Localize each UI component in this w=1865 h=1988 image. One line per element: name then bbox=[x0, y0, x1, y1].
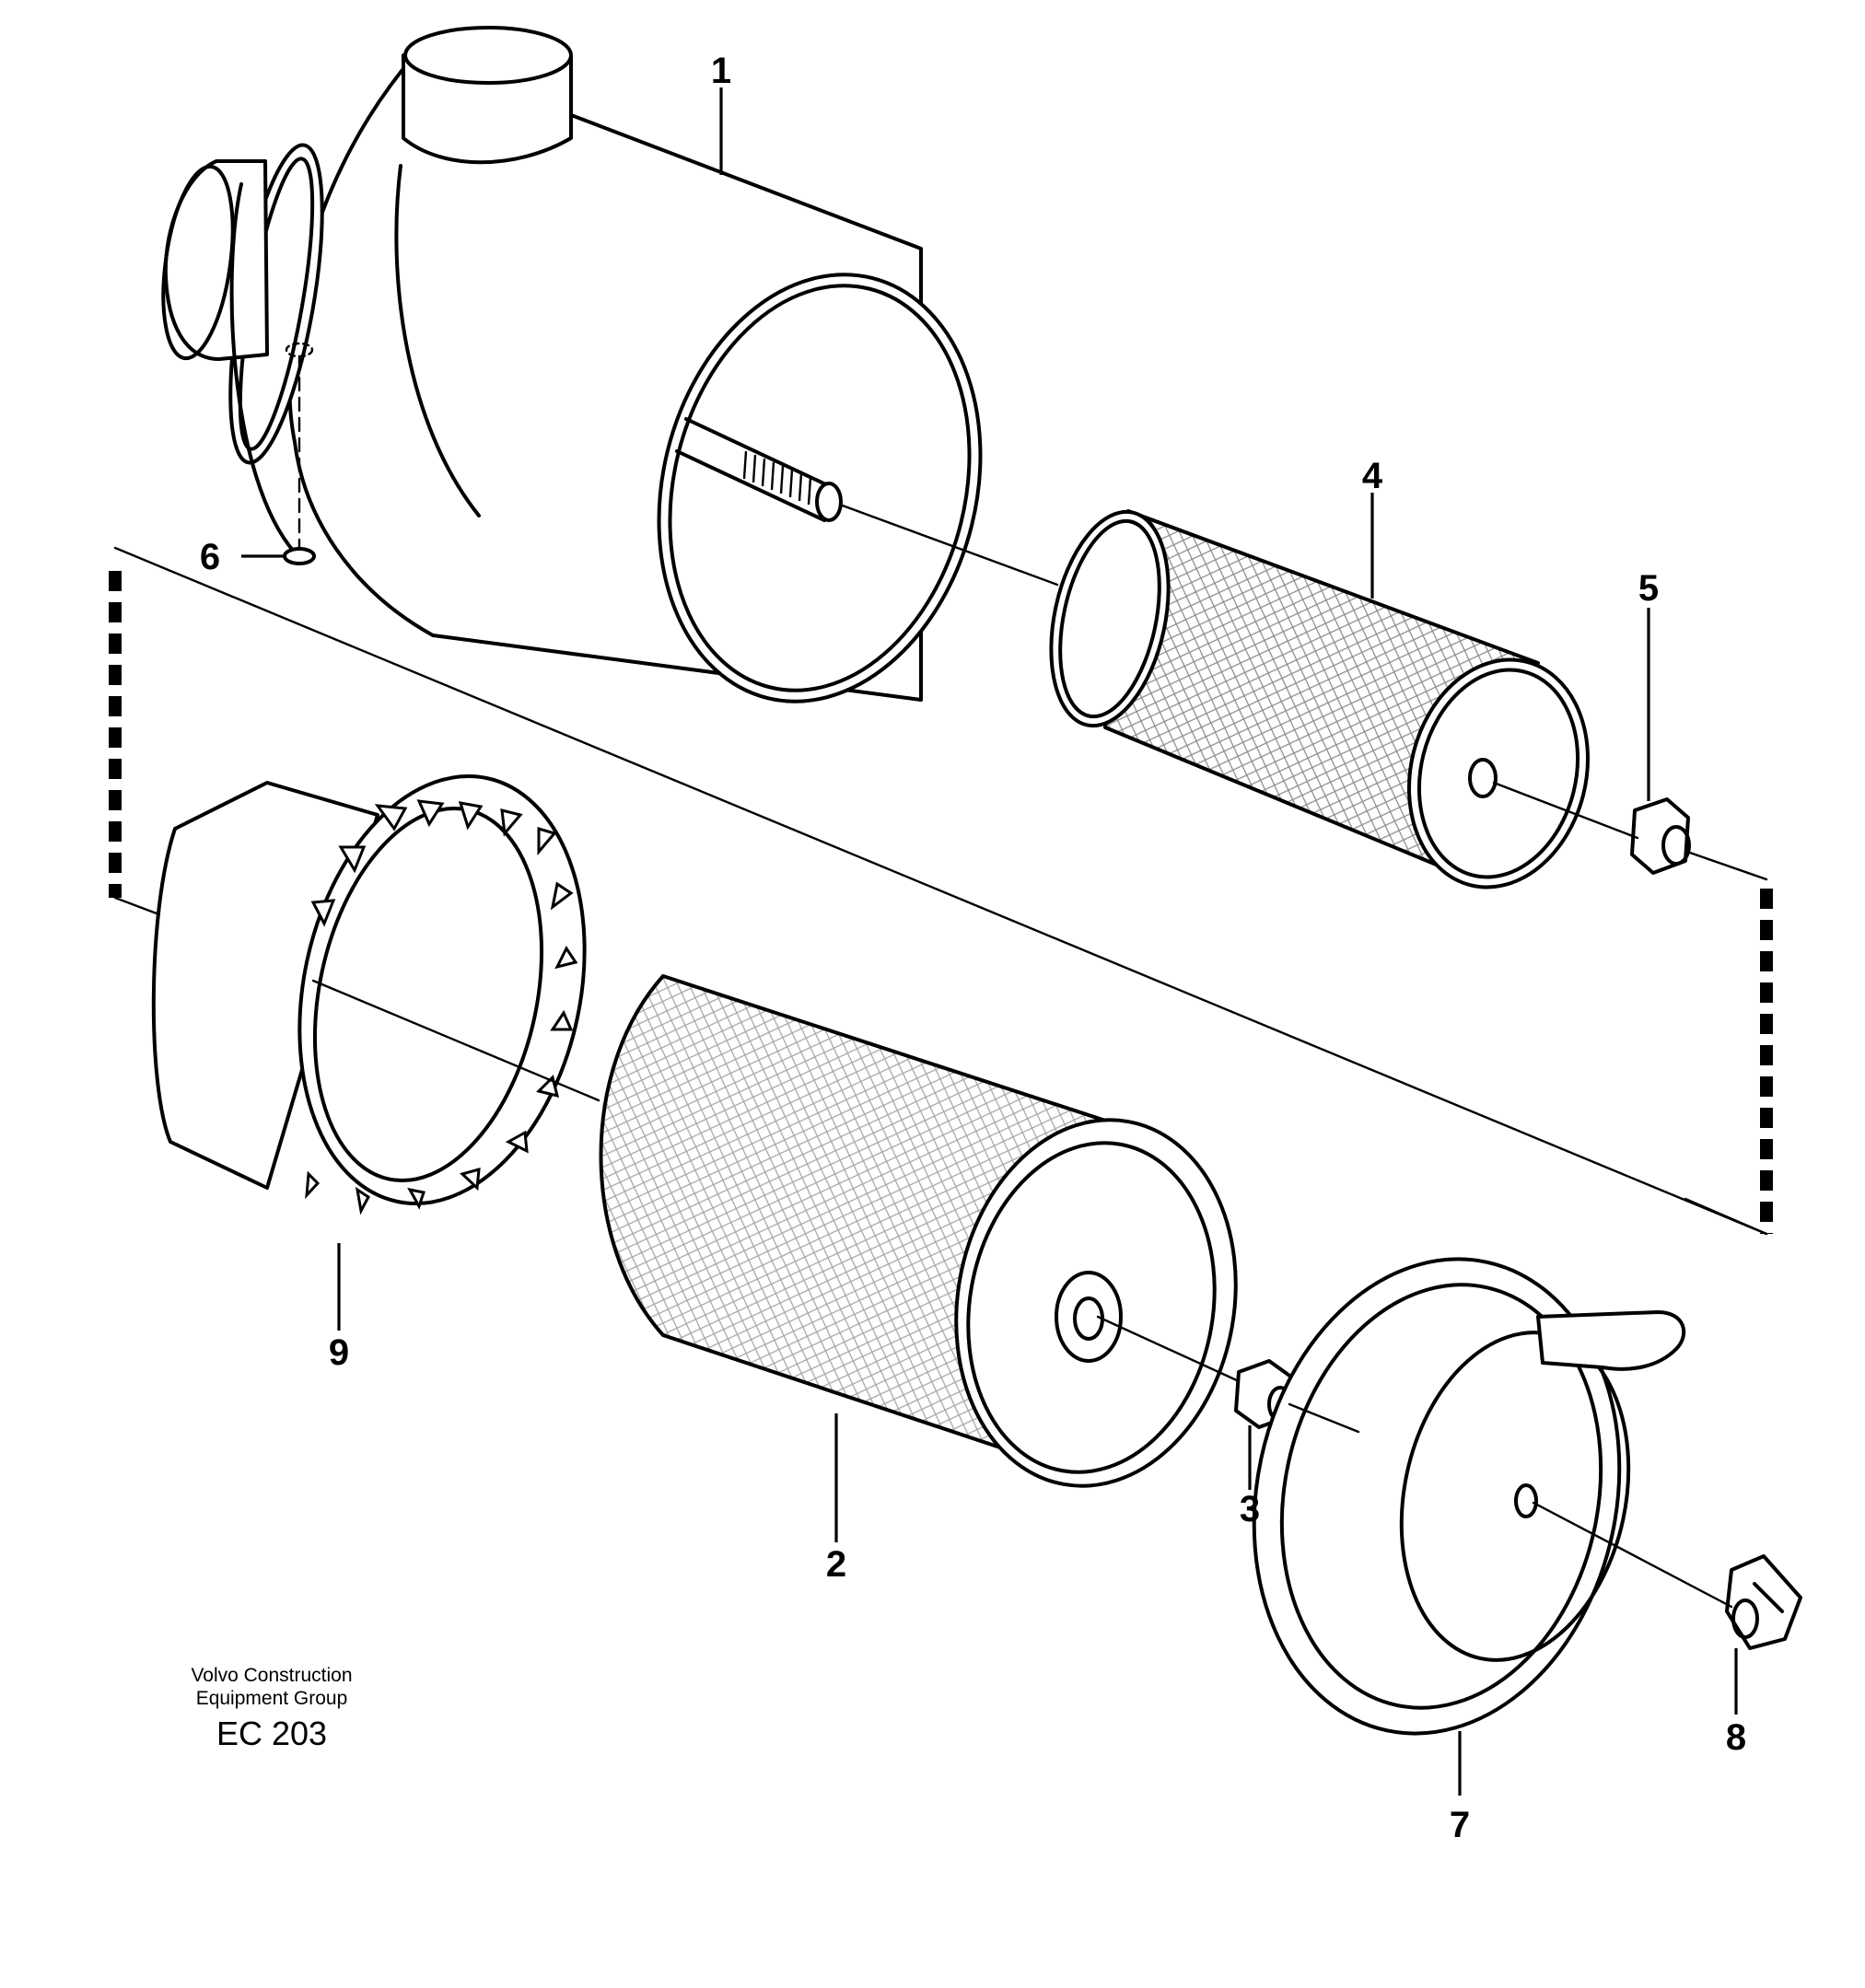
safety-filter-element bbox=[1049, 509, 1591, 889]
callout-4: 4 bbox=[1362, 456, 1383, 496]
callout-1: 1 bbox=[711, 51, 731, 91]
assembly-bracket bbox=[109, 546, 1773, 1236]
callout-9: 9 bbox=[329, 1332, 349, 1373]
pre-cleaner-ring bbox=[151, 774, 587, 1215]
callout-numbers: 1 2 3 4 5 6 7 8 9 bbox=[200, 51, 1746, 1845]
caption-company-line2: Equipment Group bbox=[195, 1688, 348, 1709]
wing-nut bbox=[1725, 1554, 1802, 1650]
assembly-axis-lines bbox=[311, 503, 1768, 1609]
callout-6: 6 bbox=[200, 537, 220, 577]
callout-8: 8 bbox=[1726, 1717, 1746, 1758]
nut-part-5 bbox=[1630, 797, 1691, 875]
callout-3: 3 bbox=[1240, 1489, 1260, 1529]
callout-2: 2 bbox=[826, 1544, 846, 1585]
callout-leaders bbox=[241, 87, 1738, 1796]
callout-5: 5 bbox=[1638, 568, 1659, 609]
main-filter-element bbox=[599, 974, 1238, 1488]
end-cover bbox=[1252, 1257, 1686, 1736]
air-filter-housing bbox=[161, 26, 983, 703]
caption-model-code: EC 203 bbox=[216, 1715, 328, 1752]
caption-company-line1: Volvo Construction bbox=[191, 1665, 353, 1686]
callout-7: 7 bbox=[1450, 1805, 1470, 1845]
